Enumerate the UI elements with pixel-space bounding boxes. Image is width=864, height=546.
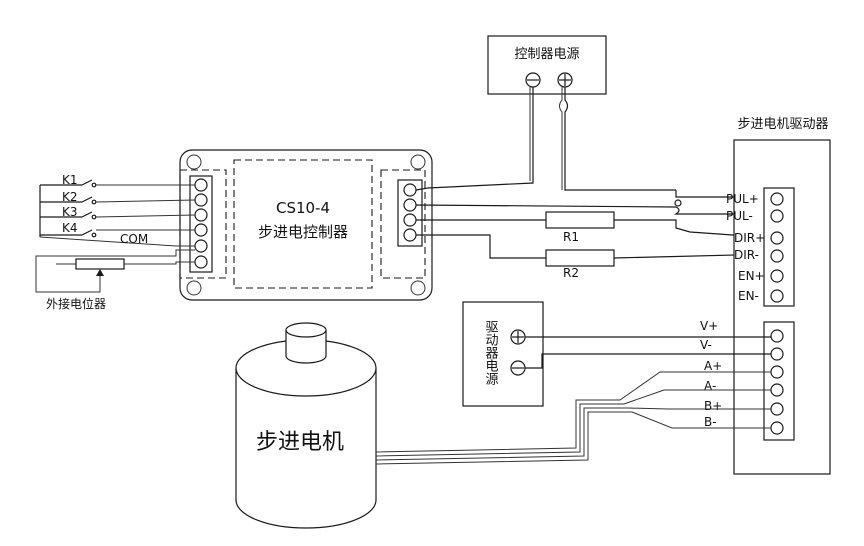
driver-power-label: 驱动器电源 (483, 320, 499, 385)
controller-board: CS10-4 步进电控制器 (179, 149, 433, 301)
terminal (770, 269, 784, 283)
terminal (770, 289, 784, 303)
terminal (770, 421, 784, 435)
mount-hole (410, 154, 426, 170)
driver-input-dir-plus: DIR+ (734, 231, 765, 245)
driver-output-b-minus: B- (704, 415, 717, 429)
controller-input-terminals (189, 175, 213, 273)
potentiometer: 外接电位器 (35, 249, 195, 311)
switch-k4-label: K4 (62, 221, 78, 235)
controller-name: 步进电控制器 (258, 223, 348, 241)
terminal (403, 198, 417, 212)
mount-hole (186, 154, 202, 170)
controller-power-label: 控制器电源 (514, 47, 579, 62)
terminal (194, 178, 208, 192)
wiper-arrow (96, 269, 104, 276)
switch-k1-label: K1 (62, 173, 78, 187)
terminal (770, 383, 784, 397)
stepper-driver: 步进电机驱动器 PUL+ PUL- DIR+ DIR- EN+ EN- V+ V… (700, 117, 831, 475)
controller-model: CS10-4 (276, 199, 330, 217)
controller-output-terminals (397, 179, 423, 247)
potentiometer-label: 外接电位器 (46, 296, 106, 311)
resistor-r2-label: R2 (563, 266, 579, 280)
driver-power-supply: 驱动器电源 (462, 301, 771, 407)
com-label: COM (120, 232, 148, 246)
terminal (770, 231, 784, 245)
terminal (194, 255, 208, 269)
driver-input-pul-plus: PUL+ (726, 192, 759, 206)
terminal (770, 329, 784, 343)
mount-hole (410, 280, 426, 296)
terminal (770, 365, 784, 379)
motor-label: 步进电机 (256, 430, 344, 455)
driver-output-a-minus: A- (704, 379, 716, 393)
driver-output-a-plus: A+ (704, 359, 722, 373)
terminal (194, 239, 208, 253)
signal-wires: R1 R2 (415, 190, 777, 280)
resistor-r2 (545, 249, 615, 267)
driver-input-pul-minus: PUL- (726, 209, 753, 223)
resistor-r1-label: R1 (563, 230, 579, 244)
stepper-motor: 步进电机 (235, 322, 377, 529)
motor-wires (375, 371, 771, 465)
motor-shaft (285, 322, 327, 338)
controller-power-wires (415, 87, 676, 191)
driver-title: 步进电机驱动器 (737, 117, 828, 132)
controller-power-supply: 控制器电源 (487, 35, 607, 95)
left-terminal-outline (179, 169, 227, 279)
resistor-r1 (545, 211, 615, 229)
switch-bank: K1 K2 K3 K4 COM (39, 173, 196, 247)
switch-k2-label: K2 (62, 190, 78, 204)
terminal (194, 208, 208, 222)
terminal (770, 192, 784, 206)
terminal (770, 209, 784, 223)
driver-input-dir-minus: DIR- (734, 248, 759, 262)
driver-input-en-plus: EN+ (738, 269, 765, 283)
terminal (770, 347, 784, 361)
terminal (403, 213, 417, 227)
switch-k3-label: K3 (62, 205, 78, 219)
driver-output-b-plus: B+ (704, 399, 722, 413)
terminal (403, 183, 417, 197)
terminal (194, 193, 208, 207)
controller-chip-outline (233, 159, 373, 289)
terminal (770, 402, 784, 416)
terminal (770, 249, 784, 263)
driver-output-v-plus: V+ (700, 319, 718, 333)
driver-input-en-minus: EN- (738, 289, 759, 303)
terminal (194, 223, 208, 237)
mount-hole (186, 280, 202, 296)
terminal (403, 228, 417, 242)
driver-input-terminal-block (763, 187, 795, 307)
potentiometer-body (75, 258, 125, 270)
driver-output-v-minus: V- (700, 338, 712, 352)
right-terminal-outline (380, 169, 426, 279)
